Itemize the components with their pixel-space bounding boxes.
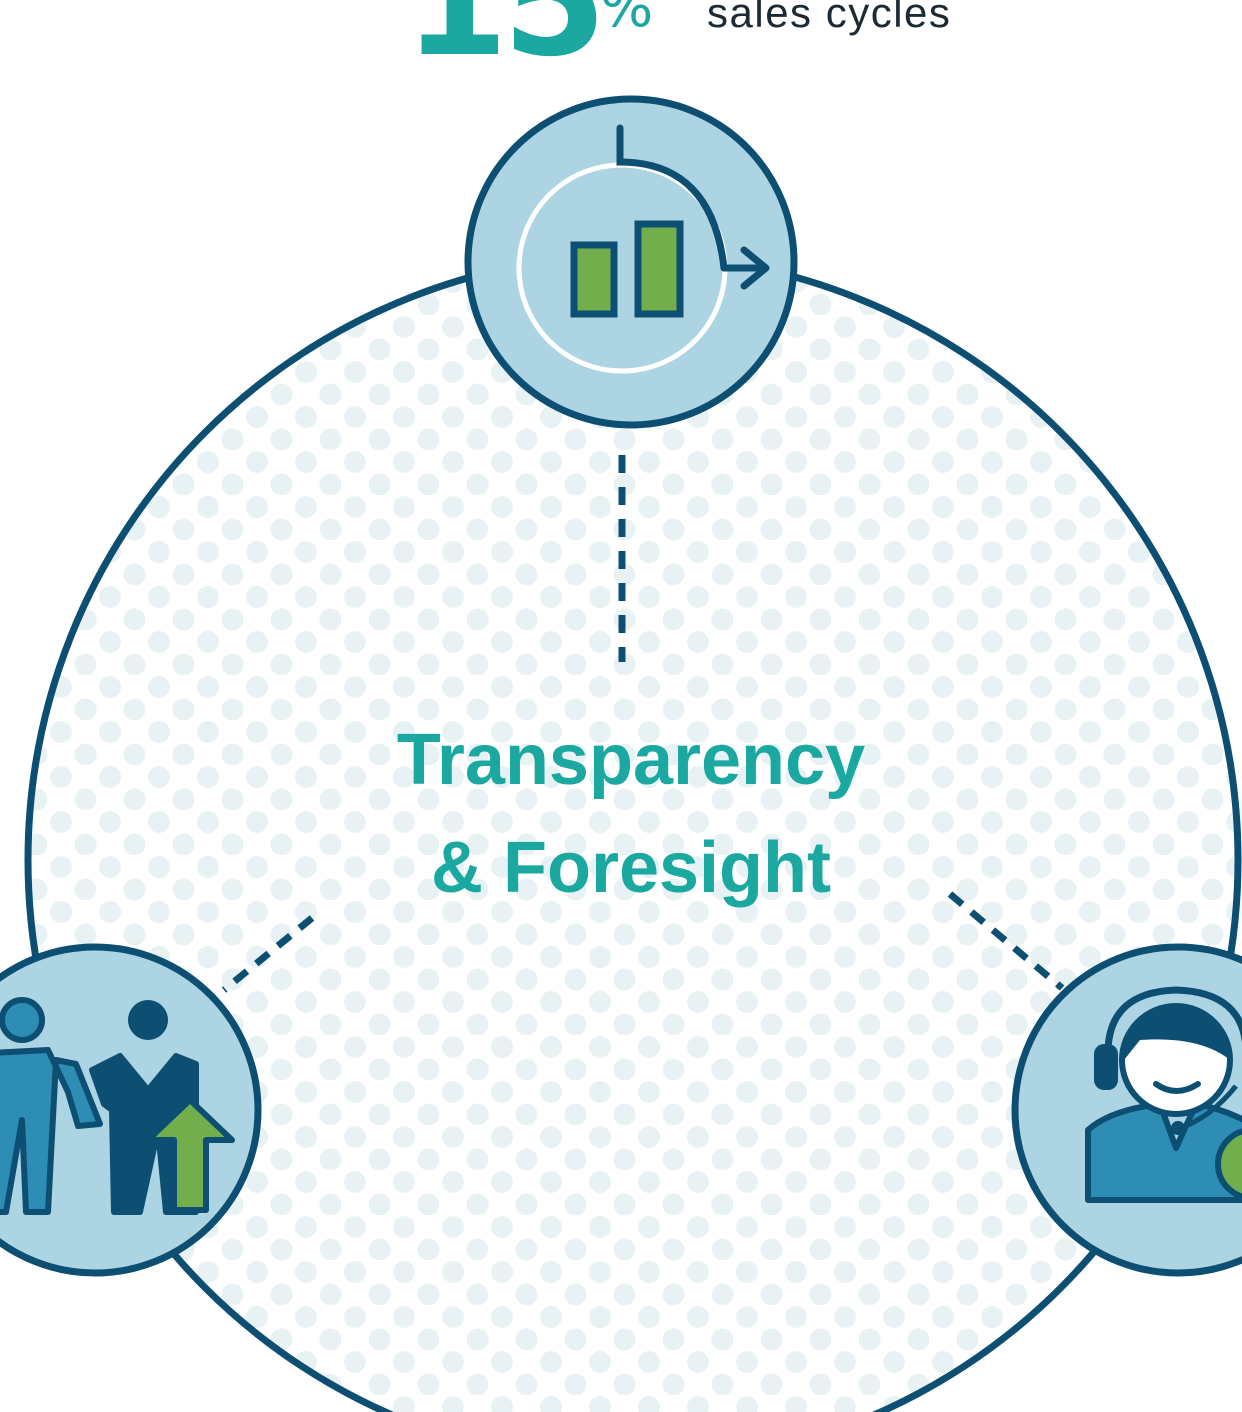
connector-left [221,915,315,993]
support-agent-icon [1085,986,1242,1203]
stat-number: 15 [404,0,607,90]
node-left [0,943,262,1277]
node-top [464,95,798,429]
people-growth-icon [0,997,235,1215]
node-right [1011,943,1242,1277]
center-title-line-2: & Foresight [430,828,831,908]
center-title-line-1: Transparency [396,720,866,800]
stat-unit: % [600,0,654,40]
chart-cycle-icon [516,124,770,374]
stat-caption: sales cycles [707,0,952,36]
connector-right [947,891,1065,991]
